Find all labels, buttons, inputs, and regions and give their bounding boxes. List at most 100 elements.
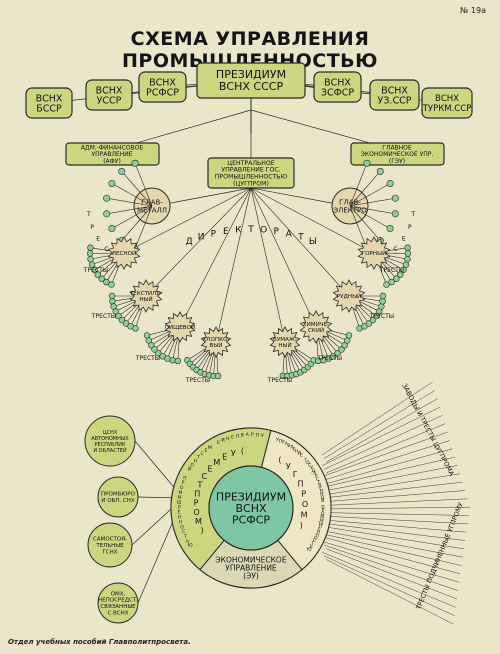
trest-dot-directorate xyxy=(112,308,119,315)
directorate-star xyxy=(107,236,141,270)
trest-dot-directorate xyxy=(98,275,105,282)
fan-line-trest xyxy=(325,448,453,485)
afu-box xyxy=(65,142,160,166)
local-industry-node xyxy=(97,476,139,518)
fan-line-trest xyxy=(321,541,460,583)
trest-link xyxy=(134,163,153,207)
trest-link xyxy=(349,163,368,207)
trests-label-directorate: ТРЕСТЫ xyxy=(267,377,292,384)
trest-link xyxy=(121,171,153,207)
trests-label-directorate: ТРЕСТЫ xyxy=(91,313,116,320)
trest-dot-glavelektro xyxy=(391,210,399,218)
geu-box xyxy=(350,142,445,166)
presidium-vsnh-ussr-box xyxy=(196,62,306,99)
directorate-label: ЛЕСНОЙ xyxy=(112,250,136,257)
fan-line-trest xyxy=(323,523,466,541)
directorate-label: РУДНЫЙ xyxy=(337,293,361,300)
fan-line-trest xyxy=(323,465,458,492)
directorate-star xyxy=(357,236,391,270)
trests-label-directorate: ТРЕСТЫ xyxy=(379,267,404,274)
trest-dot-glavmetall xyxy=(103,210,111,218)
trest-dot-directorate xyxy=(87,244,94,251)
trest-dot-glavmetall xyxy=(108,225,116,233)
fan-line-trest xyxy=(321,481,463,499)
trest-dot-glavmetall xyxy=(131,159,139,167)
fan-line-trest xyxy=(321,530,463,558)
directorate-link xyxy=(145,187,252,297)
trest-dot-directorate xyxy=(361,323,368,330)
fan-line-trest xyxy=(321,456,456,488)
trest-dot-directorate xyxy=(369,316,377,324)
trest-dot-glavelektro xyxy=(391,194,399,202)
trest-dot-directorate xyxy=(379,292,387,300)
directorate-star xyxy=(200,326,232,358)
trest-dot-directorate xyxy=(404,250,412,257)
trest-dot-directorate xyxy=(169,356,176,364)
local-industry-node xyxy=(84,415,136,467)
trest-dot-directorate xyxy=(87,255,94,263)
trest-dot-directorate xyxy=(108,292,116,300)
glavmetall-link xyxy=(159,187,252,206)
trest-link xyxy=(106,197,153,207)
directorate-star xyxy=(129,279,163,313)
trest-dot-directorate xyxy=(132,325,139,332)
directorate-label: ХЛОПКО-ВЫЙ xyxy=(202,337,229,349)
directorate-link xyxy=(123,187,252,254)
trest-link xyxy=(349,205,381,241)
trest-dot-directorate xyxy=(108,281,115,288)
trest-dot-glavelektro xyxy=(376,167,384,175)
trest-dot-directorate xyxy=(174,357,182,365)
directorate-link xyxy=(250,187,350,297)
republic-council-box xyxy=(313,71,362,103)
trest-dot-directorate xyxy=(400,266,407,274)
republic-council-box xyxy=(25,87,73,119)
trests-label-directorate: ТРЕСТЫ xyxy=(83,267,108,274)
trest-dot-directorate xyxy=(115,312,122,320)
fan-line-trest xyxy=(325,473,461,495)
page-title: СХЕМА УПРАВЛЕНИЯ ПРОМЫШЛЕННОСТЬЮ xyxy=(122,28,378,72)
fan-line-trest xyxy=(325,537,461,575)
glavelektro-link xyxy=(250,187,343,206)
trests-label-directorate: ТРЕСТЫ xyxy=(185,377,210,384)
trest-dot-directorate xyxy=(373,312,380,320)
republic-council-box xyxy=(85,79,133,111)
trest-dot-directorate xyxy=(378,303,385,310)
trest-dot-directorate xyxy=(345,332,353,339)
fan-line-trest xyxy=(323,415,443,470)
local-industry-node xyxy=(87,522,133,568)
directorate-label: ПИЩЕВОЙ xyxy=(165,324,195,331)
fan-line-trest xyxy=(323,490,466,503)
republic-council-box xyxy=(369,79,420,111)
trest-link xyxy=(111,205,153,229)
trest-dot-directorate xyxy=(109,298,116,305)
directorate-label: ГОРНЫЙ xyxy=(362,250,387,257)
directorate-label: ТЕКСТИЛЬ-НЫЙ xyxy=(129,291,163,303)
trest-link xyxy=(106,205,153,215)
footer-caption: Отдел учебных пособий Главполитпросвета. xyxy=(8,638,191,646)
directorate-label: ХИМИЧЕ-СКИЙ xyxy=(303,322,329,334)
fan-line-trest xyxy=(325,548,457,600)
trest-link xyxy=(349,183,391,207)
fan-line-trest xyxy=(321,431,448,477)
trest-link xyxy=(349,171,381,207)
trest-dot-directorate xyxy=(388,278,395,286)
trest-dot-directorate xyxy=(393,275,400,282)
trest-link xyxy=(349,205,396,215)
directorate-link xyxy=(250,187,317,328)
